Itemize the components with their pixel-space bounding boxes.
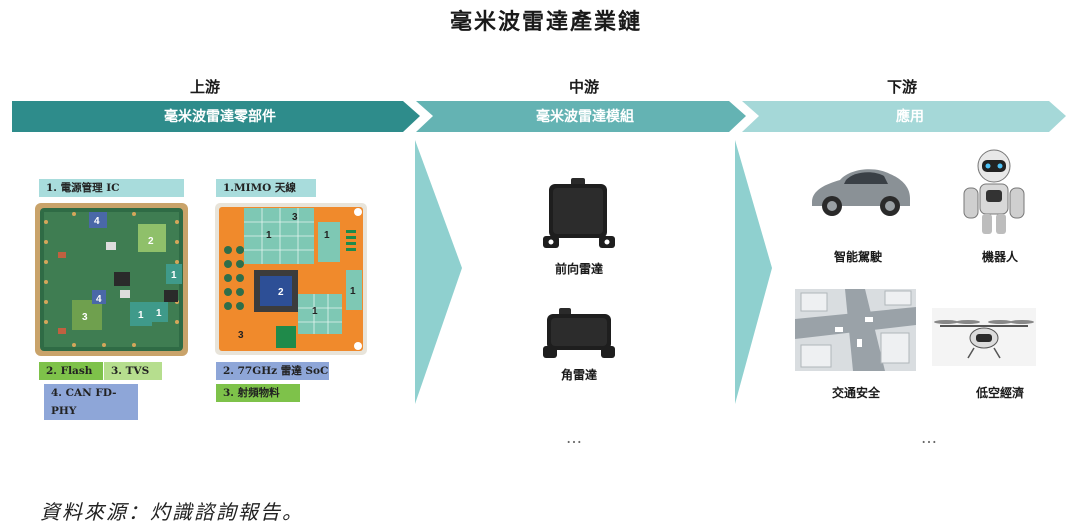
traffic-safety-image [795,289,916,371]
value-chain-bar [12,101,1066,132]
tag-flash: 2. Flash [39,362,103,380]
midstream-more: … [566,428,584,447]
upstream-bar-label: 毫米波雷達零部件 [164,109,276,125]
app-robot-label: 機器人 [981,250,1018,264]
board2-mark: 3 [292,212,298,223]
board1-mark: 3 [82,312,88,323]
corner-radar-label: 角雷達 [560,368,597,382]
board1-mark: 4 [94,216,100,227]
flow-arrow-down [735,140,772,404]
app-traffic-safety-label: 交通安全 [831,386,880,400]
tag-mimo-antenna: 1.MIMO 天線 [216,179,316,197]
board1-mark: 1 [156,308,162,319]
board2-mark: 1 [324,230,330,241]
board2-mark: 3 [238,330,244,341]
page-title: 毫米波雷達產業鏈 [449,9,642,35]
tag-power-ic: 1. 電源管理 IC [39,179,184,197]
stage-downstream-label: 下游 [886,78,917,96]
stage-upstream-label: 上游 [189,78,220,96]
board1-mark: 1 [171,270,177,281]
board2-mark: 1 [266,230,272,241]
board2-mark: 1 [312,306,318,317]
flow-arrows [415,140,772,404]
upstream-chevron [12,101,420,132]
downstream-bar-label: 應用 [896,109,924,125]
robot-image [963,149,1025,234]
app-autonomous-driving-label: 智能駕駛 [833,250,882,264]
drone-image [932,308,1036,366]
midstream-bar-label: 毫米波雷達模組 [536,109,634,125]
tag-tvs: 3. TVS [104,362,162,380]
flow-arrow-mid [415,140,462,404]
corner-radar-image [543,308,615,358]
board1-mark: 2 [148,236,154,247]
front-radar-image [543,178,615,248]
tag-can-fd-phy: 4. CAN FD-PHY [44,384,138,420]
pcb-board-1-image: 4 2 1 4 1 3 1 [35,203,188,356]
board2-mark: 1 [350,286,356,297]
stage-midstream-label: 中游 [568,78,599,96]
tag-77ghz-soc: 2. 77GHz 雷達 SoC [216,362,329,380]
source-note: 資料來源：灼識諮詢報告。 [40,500,304,524]
board2-mark: 2 [278,287,284,298]
front-radar-label: 前向雷達 [554,262,603,276]
autonomous-car-image [812,169,910,216]
app-low-altitude-economy-label: 低空經濟 [975,386,1024,400]
downstream-chevron [742,101,1066,132]
board1-mark: 1 [138,310,144,321]
tag-rf-materials: 3. 射頻物料 [216,384,300,402]
board1-mark: 4 [96,294,102,305]
midstream-chevron [416,101,746,132]
downstream-more: … [921,428,939,447]
pcb-board-2-image: 3 1 1 1 2 1 3 [215,203,367,355]
